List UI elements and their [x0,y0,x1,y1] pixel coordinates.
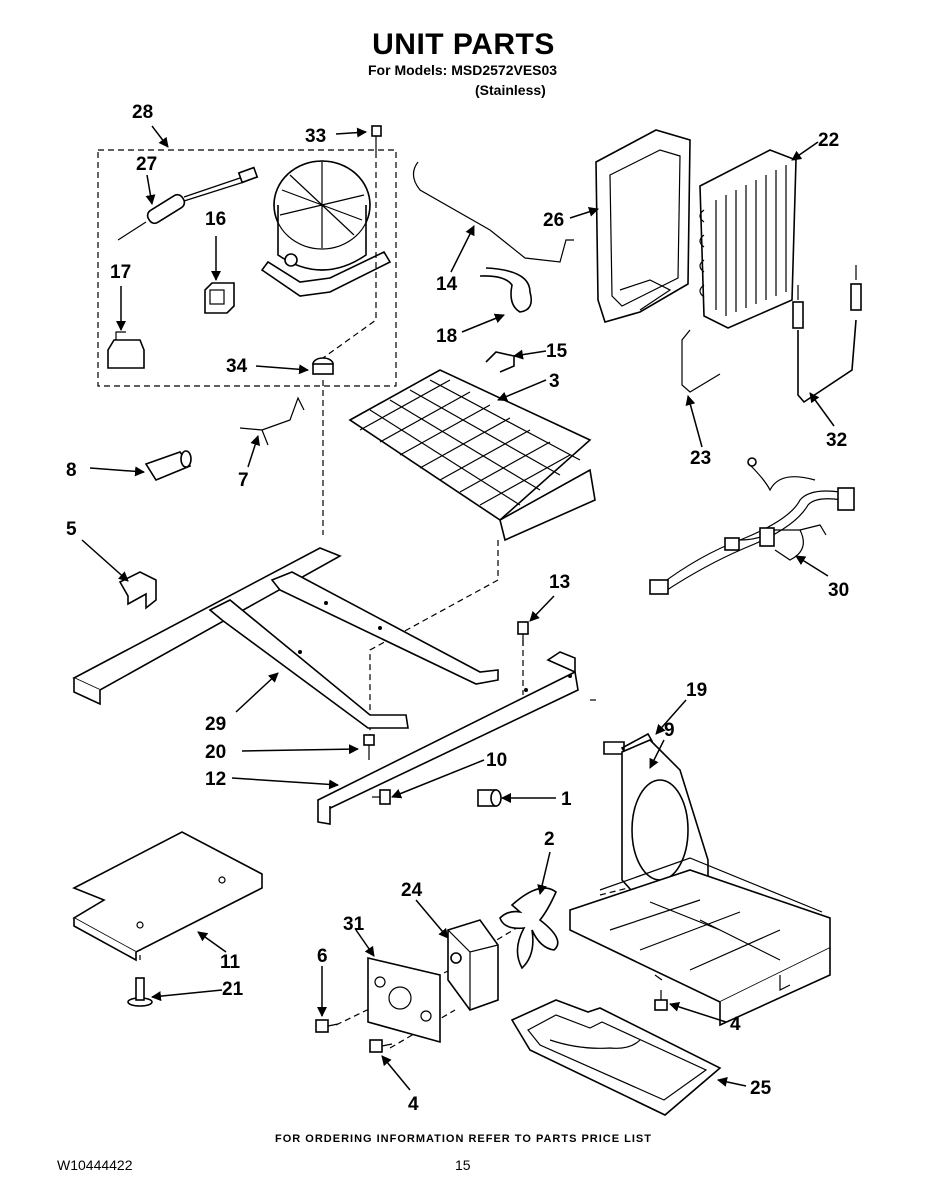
part-31-motor-bracket[interactable] [367,956,441,1044]
part-18-hose[interactable] [479,267,533,313]
part-2-fan-blade[interactable] [499,887,559,970]
callout-22: 22 [818,130,839,151]
part-34-grommet[interactable] [312,357,334,375]
callout-16: 16 [205,209,226,230]
callout-9: 9 [664,720,675,741]
part-22-condenser[interactable] [699,149,797,329]
part-13-screw[interactable] [517,621,529,646]
part-17-overload[interactable] [107,331,145,369]
part-1-bushing[interactable] [477,789,502,807]
page-title: UNIT PARTS [372,28,555,61]
part-25-drain-pan[interactable] [510,999,722,1116]
callout-11: 11 [220,952,241,973]
compressor-kit-box [97,149,397,387]
part-30-wire-harness[interactable] [649,457,855,595]
part-27-relay-tube[interactable] [117,166,259,241]
callout-12: 12 [205,769,226,790]
part-24-fan-motor[interactable] [447,919,499,1011]
part-4-screw-right[interactable] [654,990,668,1011]
callout-31: 31 [343,914,365,935]
part-8-tube[interactable] [144,450,192,481]
callout-28: 28 [132,102,153,123]
callout-20: 20 [205,742,226,763]
leader-lines [81,125,835,1091]
variant-label: (Stainless) [475,82,546,98]
callout-34: 34 [226,356,248,377]
part-3-evaporator[interactable] [348,369,596,542]
models-line: For Models: MSD2572VES03 [368,62,558,78]
callout-24: 24 [401,880,423,901]
part-20-screw[interactable] [363,734,375,760]
part-compressor[interactable] [260,160,392,297]
callout-4-right: 4 [730,1014,741,1035]
callout-29: 29 [205,714,226,735]
callout-17: 17 [110,262,131,283]
callout-7: 7 [238,470,249,491]
callout-10: 10 [486,750,507,771]
part-14-tube[interactable] [412,161,574,263]
callout-3: 3 [549,371,560,392]
document-id: W10444422 [57,1157,133,1173]
part-11-panel[interactable] [72,831,263,962]
part-4-screw-lower[interactable] [369,1039,393,1053]
part-12-rail[interactable] [317,651,579,825]
callout-21: 21 [222,979,244,1000]
callout-18: 18 [436,326,457,347]
callout-30: 30 [828,580,849,601]
callout-5: 5 [66,519,77,540]
ordering-note: FOR ORDERING INFORMATION REFER TO PARTS … [275,1133,652,1145]
part-26-condenser-shroud[interactable] [595,129,691,323]
part-23-wire-hook[interactable] [681,329,721,393]
part-16-relay[interactable] [204,282,235,314]
callout-8: 8 [66,460,77,481]
part-29-frame[interactable] [72,547,499,729]
part-7-wire[interactable] [239,396,305,446]
callout-26: 26 [543,210,564,231]
part-9-base-pan[interactable] [569,739,831,1027]
part-15-clip[interactable] [485,351,515,373]
part-21-leveler[interactable] [127,977,153,1007]
callout-4-lower: 4 [408,1094,419,1115]
callout-25: 25 [750,1078,772,1099]
callout-19: 19 [686,680,707,701]
part-5-bracket[interactable] [118,571,157,610]
part-32-drier[interactable] [792,265,862,404]
callout-13: 13 [549,572,570,593]
callout-32: 32 [826,430,847,451]
callout-14: 14 [436,274,458,295]
callout-2: 2 [544,829,555,850]
callout-33: 33 [305,126,326,147]
callout-23: 23 [690,448,711,469]
callout-15: 15 [546,341,568,362]
callout-6: 6 [317,946,328,967]
part-6-screw[interactable] [315,1019,339,1033]
page-number: 15 [455,1157,471,1173]
callout-1: 1 [561,789,572,810]
callout-numbers: 33 28 27 16 17 34 14 18 15 3 26 22 23 32… [66,102,849,1115]
part-10-screw[interactable] [372,789,391,805]
part-33-screw[interactable] [371,125,382,152]
callout-27: 27 [136,154,157,175]
